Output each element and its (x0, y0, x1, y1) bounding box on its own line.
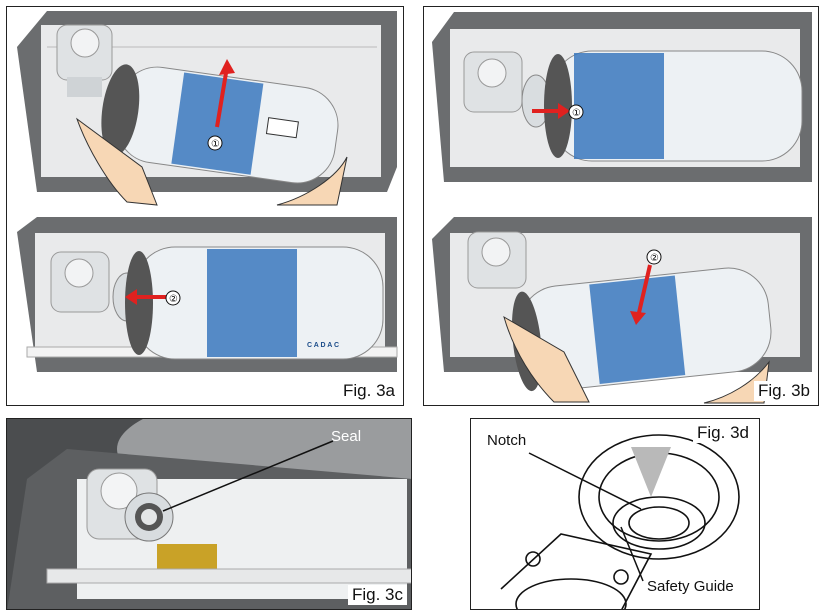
figure-3c-label: Fig. 3c (347, 585, 407, 605)
step-2-number-bottom: ② (169, 294, 178, 305)
safety-guide-leader-line (620, 526, 644, 582)
arrow-detach-top (532, 103, 570, 119)
step-2-number-bottom: ② (650, 253, 659, 264)
safety-guide-callout: Safety Guide (647, 578, 734, 595)
regulator-valve-top (463, 51, 551, 128)
figure-3c-illustration (7, 419, 411, 609)
insertion-direction-arrow (631, 447, 671, 497)
gas-canister-bottom (511, 267, 772, 392)
notch-callout: Notch (487, 432, 527, 449)
step-1-number-top: ① (211, 139, 220, 150)
figure-3d-panel: Notch Safety Guide Fig. 3d (470, 418, 760, 610)
step-2-marker-bottom (165, 290, 181, 306)
notch-leader-line (528, 452, 642, 510)
hands-top (75, 117, 348, 206)
figure-3a-panel: ① C A D A C ② Fig. 3a (6, 6, 404, 406)
arrow-lift-top (215, 59, 235, 128)
mounting-plate (500, 533, 653, 609)
seal-leader-line (162, 440, 334, 512)
step-1-number-top: ① (572, 108, 581, 119)
step-1-marker-top (207, 135, 223, 151)
step-2-marker-bottom (646, 249, 662, 265)
figure-3b-panel: ① ② Fig. 3b (423, 6, 819, 406)
hands-bottom (503, 315, 770, 404)
seal-callout: Seal (331, 428, 362, 445)
yellow-bracket (157, 544, 217, 569)
rail (46, 568, 411, 584)
figure-3d-illustration (500, 434, 740, 609)
figure-3b-label: Fig. 3b (754, 381, 814, 401)
step-1-marker-top (568, 104, 584, 120)
figure-3c-panel: Seal Fig. 3c (6, 418, 412, 610)
canister-lettering-bottom: C A D A C (307, 342, 339, 349)
figure-3b-illustration: ① ② (432, 12, 812, 404)
arrow-lift-bottom (630, 264, 652, 325)
gas-canister-bottom: C A D A C (125, 246, 384, 360)
regulator-valve-bottom (467, 231, 527, 289)
regulator-valve-top (56, 24, 113, 97)
figure-3d-label: Fig. 3d (693, 423, 753, 443)
figure-3a-illustration: ① C A D A C ② (17, 11, 398, 372)
figure-3a-label: Fig. 3a (339, 381, 399, 401)
gas-canister-top (544, 50, 803, 162)
regulator-valve (86, 468, 174, 542)
arrow-push-bottom (125, 289, 167, 305)
